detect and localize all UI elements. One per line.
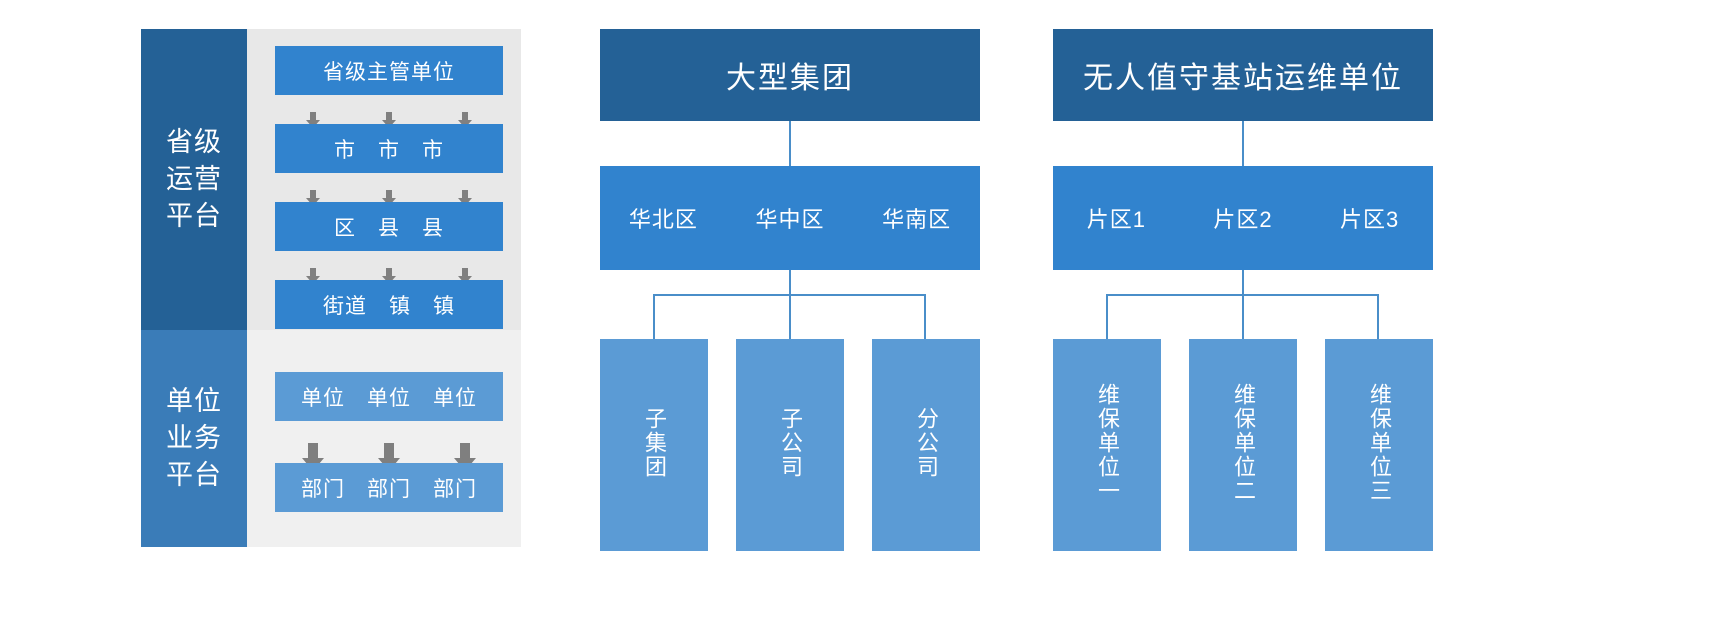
connector-drop-3	[1377, 294, 1379, 339]
connector-head-to-regions	[789, 121, 791, 166]
sidebar-label-unit-business: 单位 业务 平台	[141, 330, 247, 547]
connector-drop-2	[789, 294, 791, 339]
box-streets-towns[interactable]: 街道 镇 镇	[275, 280, 503, 329]
section-provincial-operations: 省级 运营 平台 省级主管单位 市 市 市 区 县 县 街道 镇 镇	[141, 29, 521, 330]
region-central[interactable]: 华中区	[755, 207, 825, 232]
box-units[interactable]: 单位 单位 单位	[275, 372, 503, 421]
section-unit-business: 单位 业务 平台 单位 单位 单位 部门 部门 部门	[141, 330, 521, 547]
panel-large-group: 大型集团 华北区 华中区 华南区 子集团 子公司 分公司	[600, 0, 980, 639]
connector-drop-1	[653, 294, 655, 339]
arrow-row-big	[275, 427, 503, 471]
panel-unattended-base-station: 无人值守基站运维单位 片区1 片区2 片区3 维保单位一 维保单位二 维保单位三	[1053, 0, 1433, 639]
connector-drop-1	[1106, 294, 1108, 339]
connector-zones-stem	[1242, 270, 1244, 295]
leaf-subsidiary[interactable]: 子公司	[736, 339, 844, 551]
zone-2[interactable]: 片区2	[1213, 207, 1273, 232]
arrow-row-2	[275, 179, 503, 206]
box-departments[interactable]: 部门 部门 部门	[275, 463, 503, 512]
node-large-group[interactable]: 大型集团	[600, 29, 980, 121]
arrow-row-3	[275, 257, 503, 284]
arrow-row-1	[275, 101, 503, 128]
connector-drop-2	[1242, 294, 1244, 339]
zone-3[interactable]: 片区3	[1340, 207, 1400, 232]
leaf-maintenance-unit-1[interactable]: 维保单位一	[1053, 339, 1161, 551]
section-body-provincial-operations: 省级主管单位 市 市 市 区 县 县 街道 镇 镇	[247, 29, 521, 330]
section-body-unit-business: 单位 单位 单位 部门 部门 部门	[247, 330, 521, 547]
region-south[interactable]: 华南区	[882, 207, 952, 232]
sidebar-label-provincial-operations: 省级 运营 平台	[141, 29, 247, 330]
region-north[interactable]: 华北区	[628, 207, 698, 232]
node-unattended-unit[interactable]: 无人值守基站运维单位	[1053, 29, 1433, 121]
box-provincial-authority[interactable]: 省级主管单位	[275, 46, 503, 95]
box-districts-counties[interactable]: 区 县 县	[275, 202, 503, 251]
panel-provincial-platform: 省级 运营 平台 省级主管单位 市 市 市 区 县 县 街道 镇 镇	[141, 29, 521, 547]
node-zones-row[interactable]: 片区1 片区2 片区3	[1053, 166, 1433, 270]
leaf-maintenance-unit-3[interactable]: 维保单位三	[1325, 339, 1433, 551]
leaf-maintenance-unit-2[interactable]: 维保单位二	[1189, 339, 1297, 551]
node-regions-row[interactable]: 华北区 华中区 华南区	[600, 166, 980, 270]
connector-head-to-zones	[1242, 121, 1244, 166]
leaf-sub-group[interactable]: 子集团	[600, 339, 708, 551]
connector-drop-3	[924, 294, 926, 339]
connector-regions-stem	[789, 270, 791, 295]
box-cities[interactable]: 市 市 市	[275, 124, 503, 173]
leaf-branch[interactable]: 分公司	[872, 339, 980, 551]
zone-1[interactable]: 片区1	[1086, 207, 1146, 232]
